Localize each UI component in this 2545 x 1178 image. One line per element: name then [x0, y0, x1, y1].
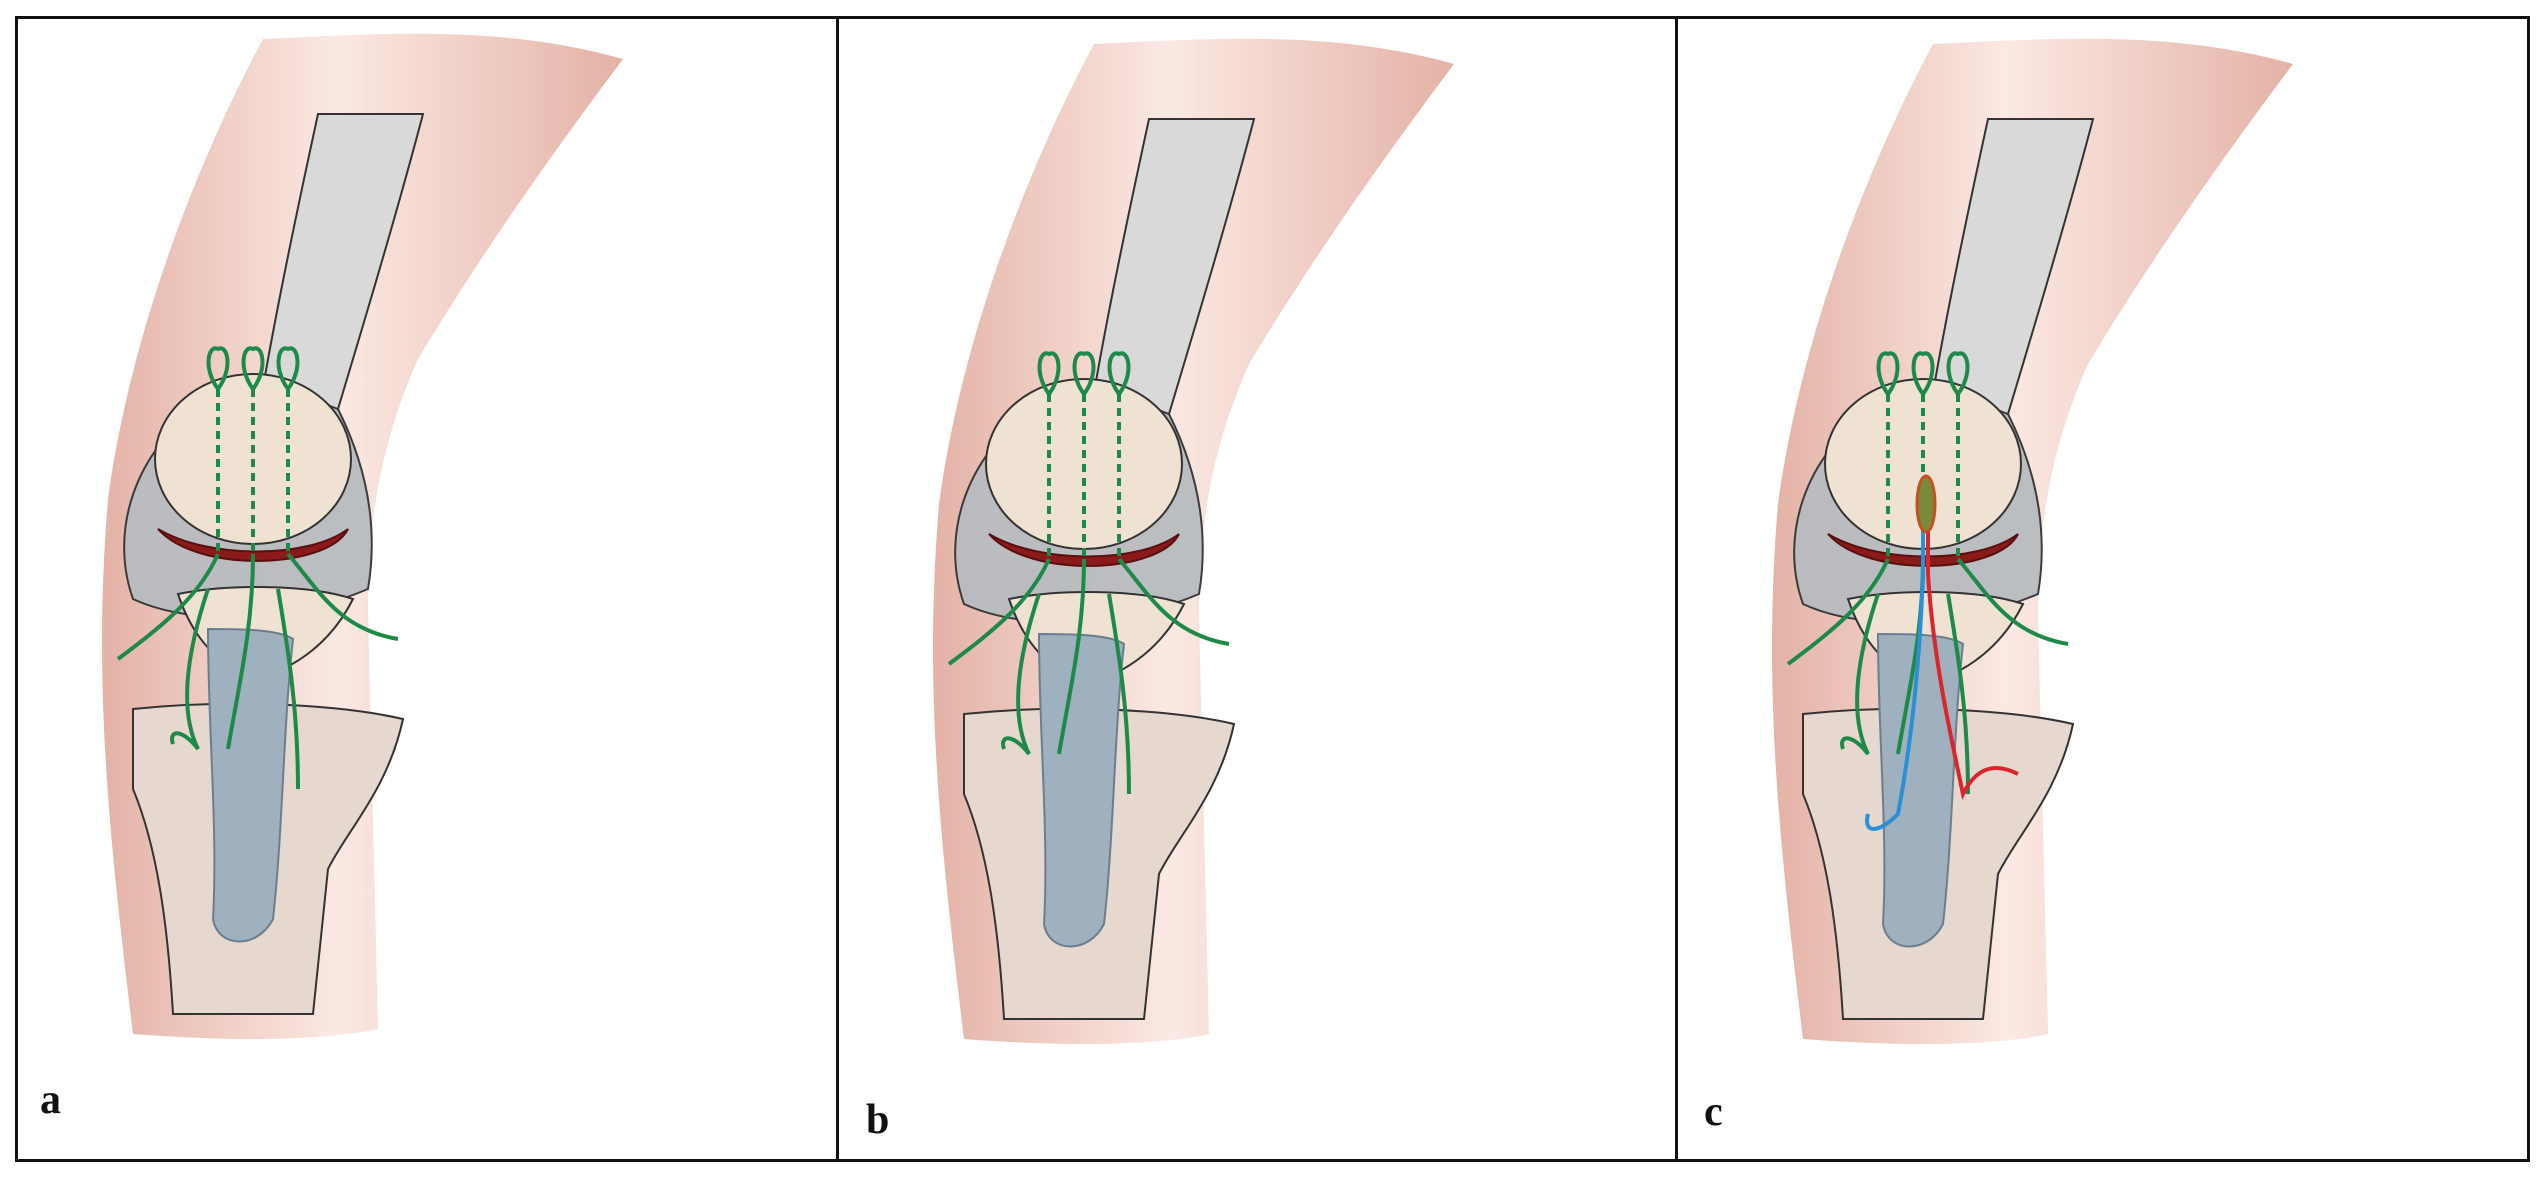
suture-end	[286, 552, 399, 641]
suture-loop	[1876, 351, 1900, 396]
suture-loop	[206, 346, 230, 391]
suture-loop	[276, 346, 300, 391]
blue-suture	[1865, 504, 1925, 831]
knee-illustration-c	[1772, 38, 2293, 1045]
suture-loop	[1037, 351, 1061, 396]
suture-end	[1107, 593, 1131, 795]
panel-c: c	[1678, 19, 2530, 1159]
suture-end	[1946, 593, 1970, 795]
suture-end	[1001, 593, 1041, 756]
patellar-tendon	[1876, 632, 1965, 948]
anchor-marker	[1915, 474, 1937, 534]
panel-divider-2	[1675, 16, 1678, 1162]
suture-end	[1840, 593, 1880, 756]
suture-end	[1117, 557, 1230, 646]
panel-a: a	[18, 19, 836, 1159]
suture-loop	[241, 346, 265, 391]
knee-group	[933, 38, 1454, 1045]
red-suture	[1926, 504, 2019, 800]
knee-illustration-a	[102, 33, 623, 1040]
panel-label-b: b	[866, 1097, 890, 1143]
patellar-tendon	[1037, 632, 1126, 948]
suture-loop	[1911, 351, 1935, 396]
suture-end	[170, 588, 210, 751]
figure-frame	[15, 16, 2530, 1162]
suture-end	[947, 558, 1051, 666]
knee-illustration-b	[933, 38, 1454, 1045]
panel-b: b	[839, 19, 1675, 1159]
suture-loop	[1107, 351, 1131, 396]
suture-end	[1057, 558, 1086, 755]
patellar-tendon	[206, 627, 295, 943]
suture-end	[276, 588, 300, 790]
knee-group	[1772, 38, 2293, 1045]
suture-loop	[1946, 351, 1970, 396]
knee-group	[102, 33, 623, 1040]
suture-loop	[1072, 351, 1096, 396]
panel-label-c: c	[1704, 1089, 1723, 1135]
suture-end	[1956, 557, 2069, 646]
suture-end	[226, 553, 255, 750]
panel-label-a: a	[40, 1077, 61, 1123]
suture-end	[1786, 558, 1890, 666]
suture-end	[116, 553, 220, 661]
panel-divider-1	[836, 16, 839, 1162]
